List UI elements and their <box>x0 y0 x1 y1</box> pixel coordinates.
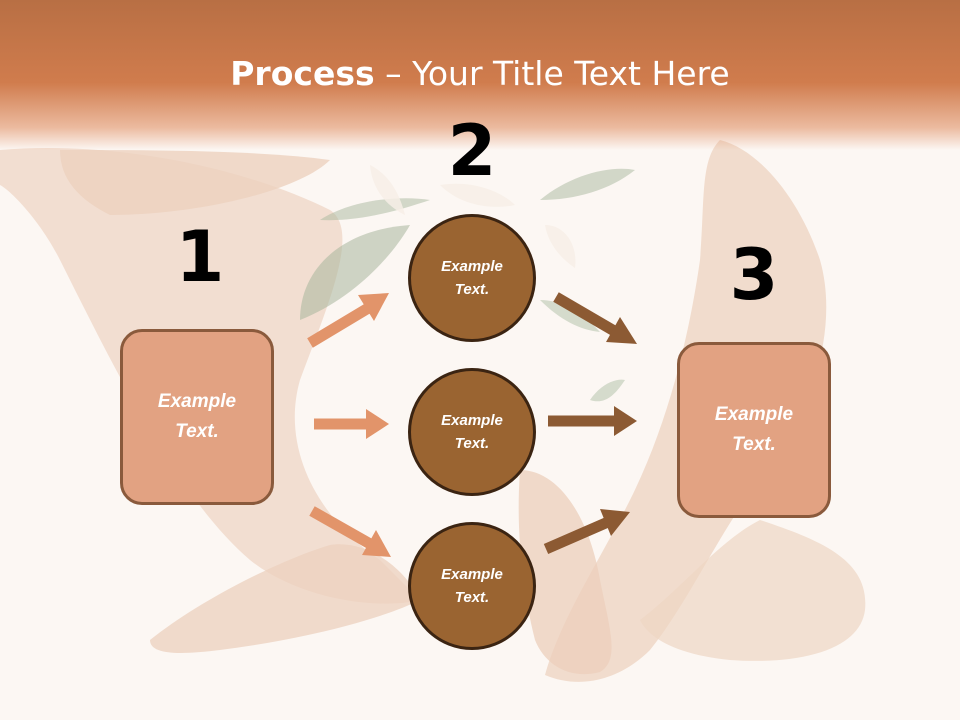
right-box[interactable]: Example Text. <box>677 342 831 518</box>
slide-title: Process – Your Title Text Here <box>0 52 960 96</box>
step-number-2: 2 <box>447 110 497 192</box>
step-number-1: 1 <box>175 216 225 298</box>
circle-middle[interactable]: Example Text. <box>408 368 536 496</box>
title-rest: – Your Title Text Here <box>374 54 730 93</box>
title-band <box>0 0 960 150</box>
step-number-3: 3 <box>729 234 779 316</box>
circle-top[interactable]: Example Text. <box>408 214 536 342</box>
title-bold: Process <box>230 54 375 93</box>
left-box[interactable]: Example Text. <box>120 329 274 505</box>
circle-bottom[interactable]: Example Text. <box>408 522 536 650</box>
